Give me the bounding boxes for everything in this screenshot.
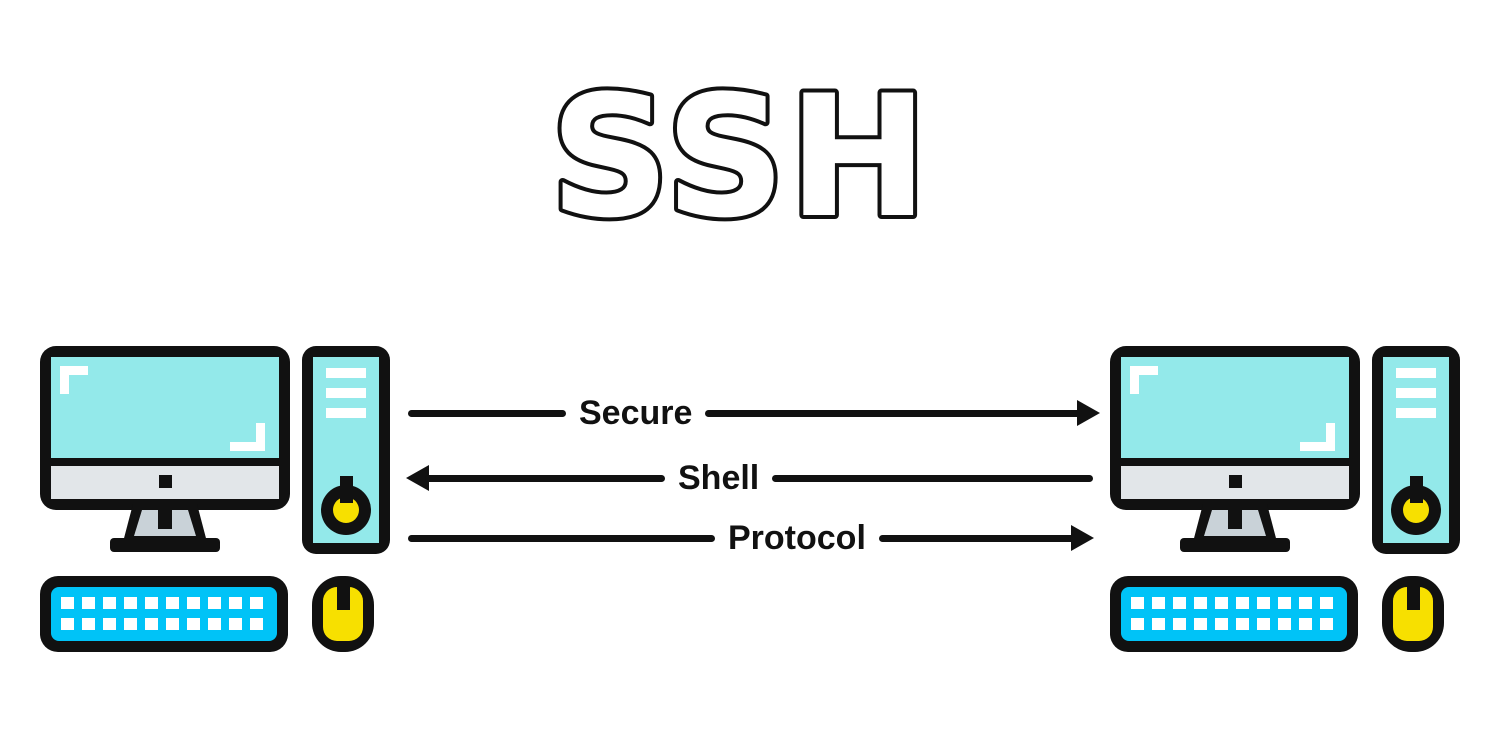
arrow-line xyxy=(772,474,1093,482)
arrow-shell: Shell xyxy=(406,461,1093,495)
arrowhead-right-icon xyxy=(1071,525,1094,551)
arrowhead-left-icon xyxy=(406,465,429,491)
page-title: SSH xyxy=(549,59,930,240)
arrow-protocol: Protocol xyxy=(408,521,1094,555)
server-computer-icon xyxy=(1110,346,1462,652)
arrow-line xyxy=(878,534,1075,542)
title-banner: SSH xyxy=(545,55,932,240)
arrowhead-right-icon xyxy=(1077,400,1100,426)
arrow-label-secure: Secure xyxy=(579,394,693,432)
arrow-line xyxy=(705,409,1081,417)
arrow-line xyxy=(408,409,566,417)
client-computer-icon xyxy=(40,346,392,652)
arrow-line xyxy=(408,534,715,542)
arrow-label-shell: Shell xyxy=(678,459,760,497)
arrow-label-protocol: Protocol xyxy=(728,519,866,557)
arrow-line xyxy=(425,474,665,482)
arrow-secure: Secure xyxy=(408,396,1100,430)
